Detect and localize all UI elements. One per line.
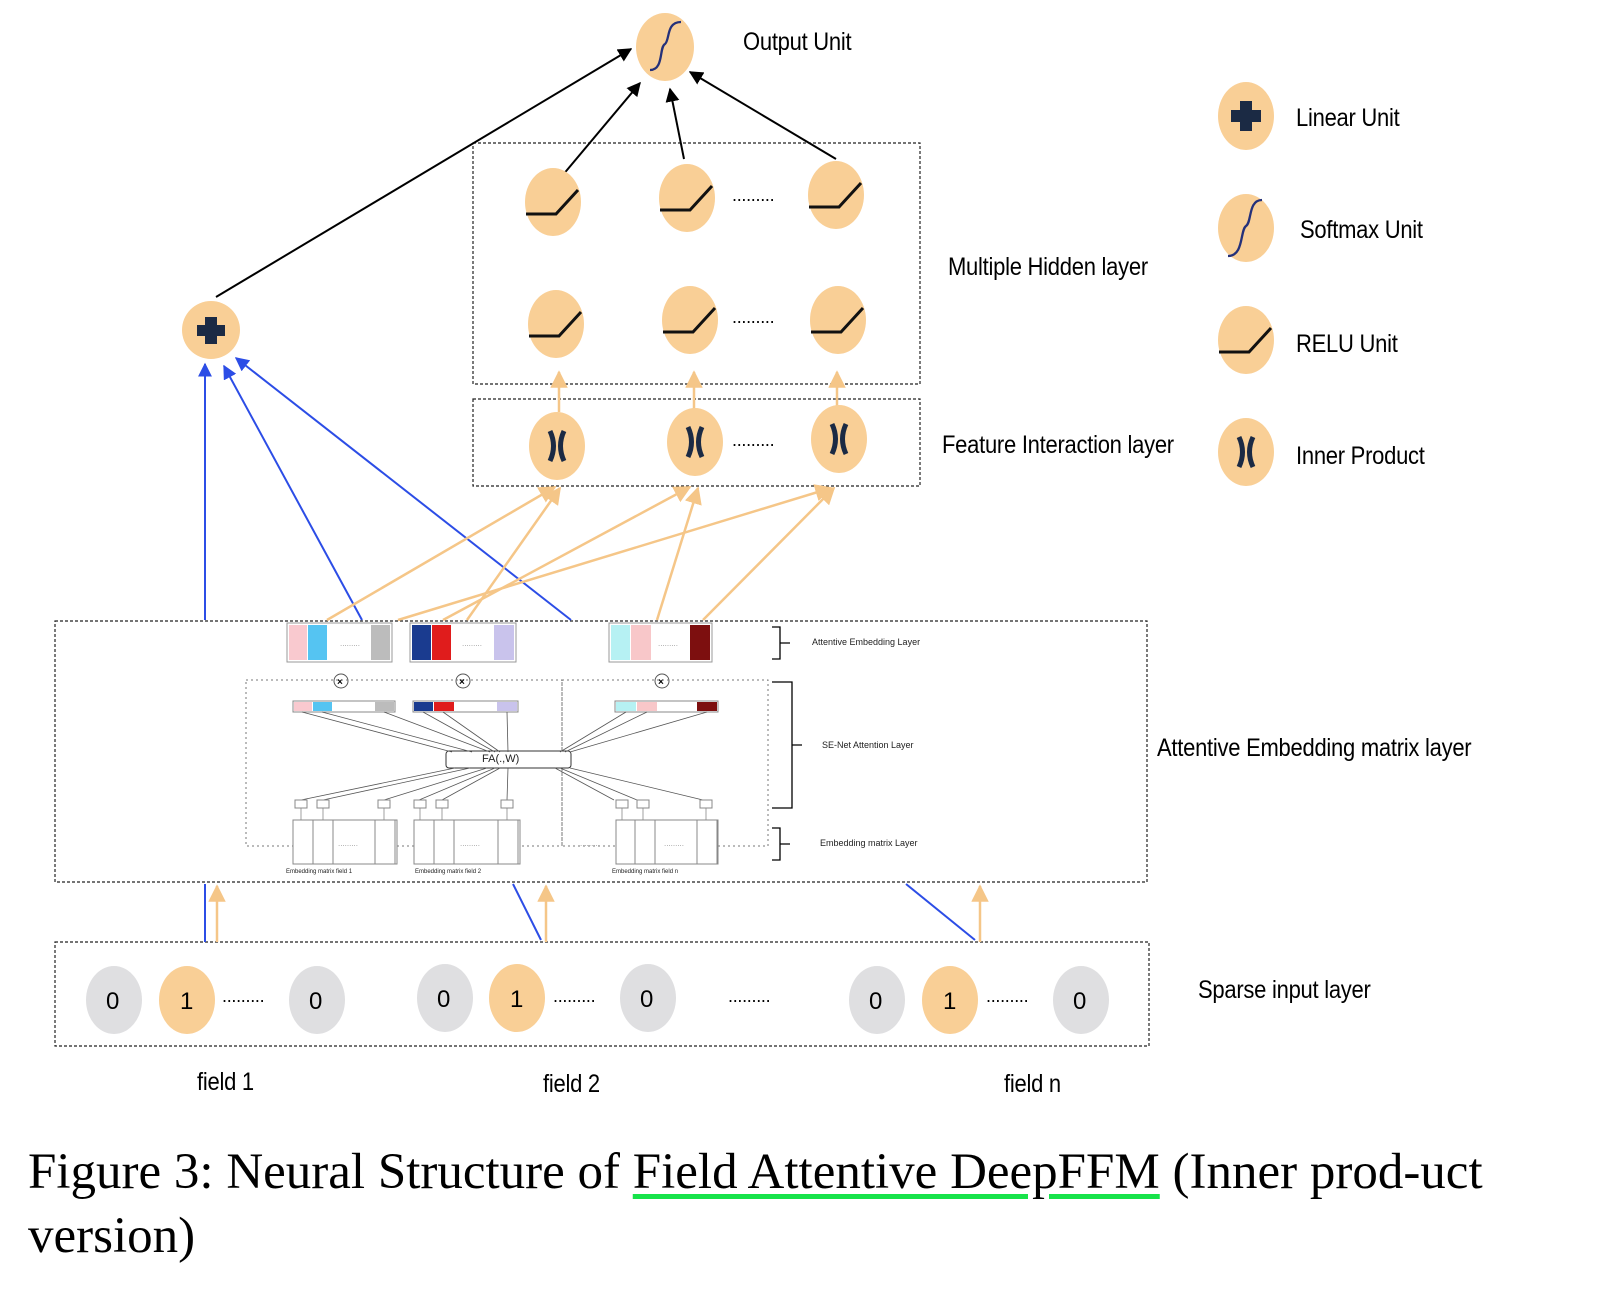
sparse-input-layer-box xyxy=(54,941,1150,1047)
field-label: field n xyxy=(1004,1070,1061,1098)
input-value: 1 xyxy=(180,988,194,1015)
field-ellipsis: ......... xyxy=(728,986,771,1006)
legend-linear-unit-label: Linear Unit xyxy=(1296,104,1400,132)
matrix-label: Embedding matrix field n xyxy=(612,869,679,875)
hidden-relu-node xyxy=(660,284,720,356)
sigmoid-icon xyxy=(1218,194,1274,262)
input-value: 0 xyxy=(640,986,654,1013)
caption-suffix: (Inner prod-uct version) xyxy=(28,1144,1483,1264)
attentive-embedding-internals: ......... ......... ......... × × × xyxy=(245,622,802,865)
fa-box-label: FA(.,W) xyxy=(482,753,520,765)
legend-inner-product-label: Inner Product xyxy=(1296,442,1425,470)
input-value: 0 xyxy=(309,988,323,1015)
figure-caption: Figure 3: Neural Structure of Field Atte… xyxy=(28,1140,1588,1268)
output-unit-node xyxy=(636,13,694,81)
inner-product-node xyxy=(811,405,867,473)
svg-text:.........: ......... xyxy=(664,839,684,848)
attentive-embedding-vector xyxy=(608,622,713,663)
attentive-embedding-vector xyxy=(409,622,517,663)
field-label: field 2 xyxy=(543,1070,600,1098)
input-ellipsis: ......... xyxy=(222,986,265,1006)
inner-product-node xyxy=(529,412,585,480)
matrix-label: Embedding matrix field 1 xyxy=(286,869,353,875)
output-unit-label: Output Unit xyxy=(743,28,852,56)
attentive-embedding-matrix-layer-label: Attentive Embedding matrix layer xyxy=(1157,734,1472,762)
input-value: 0 xyxy=(869,988,883,1015)
hidden-ellipsis: ......... xyxy=(732,307,775,327)
svg-text:.........: ......... xyxy=(658,639,678,648)
cross-icon xyxy=(1218,418,1274,486)
sparse-input-nodes xyxy=(86,964,1109,1034)
matrix-label: Embedding matrix field 2 xyxy=(415,869,482,875)
attentive-embedding-vector xyxy=(286,622,393,663)
hidden-relu-node xyxy=(523,166,583,238)
inner-product-node xyxy=(667,408,723,476)
input-value: 0 xyxy=(437,986,451,1013)
feature-interaction-layer-label: Feature Interaction layer xyxy=(942,431,1174,459)
legend-softmax-unit-label: Softmax Unit xyxy=(1300,216,1423,244)
hidden-relu-node xyxy=(657,162,717,234)
field-label: field 1 xyxy=(197,1068,254,1096)
hidden-relu-node xyxy=(808,284,868,356)
svg-text:×: × xyxy=(658,677,664,688)
input-ellipsis: ......... xyxy=(553,986,596,1006)
input-ellipsis: ......... xyxy=(986,986,1029,1006)
input-value: 0 xyxy=(1073,988,1087,1015)
multiple-hidden-layer-label: Multiple Hidden layer xyxy=(948,253,1148,281)
svg-text:.........: ......... xyxy=(338,839,358,848)
linear-unit-node xyxy=(182,301,240,359)
svg-text:.........: ......... xyxy=(460,839,480,848)
input-value: 0 xyxy=(106,988,120,1015)
sparse-input-layer-label: Sparse input layer xyxy=(1198,976,1371,1004)
interaction-ellipsis: ......... xyxy=(732,430,775,450)
feature-interaction-layer-box xyxy=(472,398,921,487)
caption-prefix: Figure 3: Neural Structure of xyxy=(28,1144,633,1200)
svg-text:.........: ......... xyxy=(462,639,482,648)
input-value: 1 xyxy=(510,986,524,1013)
embedding-matrix-layer-label: Embedding matrix Layer xyxy=(820,838,918,848)
hidden-relu-node xyxy=(526,288,586,360)
se-net-attention-layer-label: SE-Net Attention Layer xyxy=(822,740,914,750)
legend-relu-unit-label: RELU Unit xyxy=(1296,330,1398,358)
hidden-relu-node xyxy=(806,159,866,231)
relu-icon xyxy=(1216,304,1276,376)
input-value: 1 xyxy=(943,988,957,1015)
attentive-embedding-layer-label: Attentive Embedding Layer xyxy=(812,637,921,647)
svg-text:×: × xyxy=(337,677,343,688)
svg-text:.........: ......... xyxy=(580,839,600,848)
svg-text:.........: ......... xyxy=(340,639,360,648)
caption-highlight: Field Attentive DeepFFM xyxy=(632,1144,1160,1200)
plus-icon xyxy=(1218,82,1274,150)
hidden-ellipsis: ......... xyxy=(732,185,775,205)
attentive-embedding-matrix-layer-box xyxy=(54,620,1148,883)
svg-text:×: × xyxy=(459,677,465,688)
